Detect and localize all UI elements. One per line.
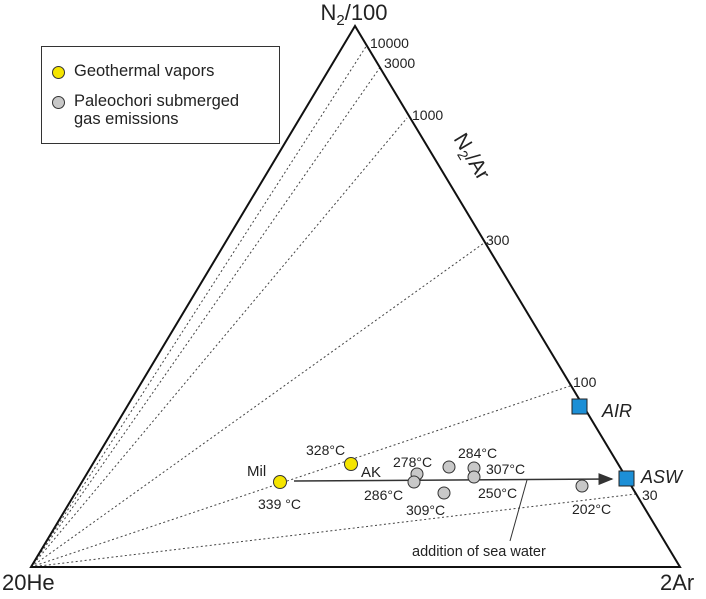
geothermal-point-ak: [344, 457, 358, 471]
legend-label-geothermal: Geothermal vapors: [74, 62, 215, 80]
tick-100: 100: [573, 374, 597, 390]
paleochori-point: [575, 479, 589, 493]
mil-temp: 339 °C: [258, 496, 301, 512]
ak-temp: 328°C: [306, 442, 345, 458]
asw-label: ASW: [640, 467, 684, 487]
paleochori-points: [407, 460, 589, 500]
sea-water-annotation: addition of sea water: [412, 544, 546, 560]
paleochori-point: [437, 486, 451, 500]
isoline-3000: [30, 65, 382, 568]
tick-1000: 1000: [412, 107, 443, 123]
asw-endmember-marker: [618, 470, 635, 487]
n2ar-axis-label: N2/Ar: [446, 129, 494, 185]
geothermal-point-mil: [273, 475, 287, 489]
legend-item-geothermal: Geothermal vapors: [52, 62, 214, 80]
temp-307: 307°C: [486, 461, 525, 477]
temp-202: 202°C: [572, 501, 611, 517]
tick-10000: 10000: [370, 35, 409, 51]
temp-286: 286°C: [364, 487, 403, 503]
geothermal-points: [273, 457, 358, 489]
yellow-circle-icon: [52, 66, 65, 79]
sample-labels: Mil 339 °C AK 328°C 278°C 284°C 307°C 28…: [247, 442, 611, 518]
paleochori-point: [467, 470, 481, 484]
temp-278: 278°C: [393, 454, 432, 470]
n2ar-tick-labels: 10000 3000 1000 300 100 30: [370, 35, 658, 503]
legend-item-paleochori: Paleochori submerged gas emissions: [52, 92, 239, 128]
gray-circle-icon: [52, 96, 65, 109]
ternary-triangle: [29, 24, 682, 568]
tick-300: 300: [486, 232, 510, 248]
legend-label-paleochori: Paleochori submerged gas emissions: [74, 92, 240, 128]
isoline-100: [30, 385, 571, 568]
tick-30: 30: [642, 487, 658, 503]
temp-250: 250°C: [478, 485, 517, 501]
apex-left-label: 20He: [2, 570, 55, 594]
temp-309: 309°C: [406, 502, 445, 518]
paleochori-point: [442, 460, 456, 474]
temp-284: 284°C: [458, 445, 497, 461]
ak-label: AK: [361, 464, 381, 481]
air-endmember-marker: [571, 398, 588, 415]
n2ar-isolines: [30, 44, 637, 568]
apex-right-label: 2Ar: [660, 570, 694, 594]
apex-top-label: N2/100: [320, 0, 387, 29]
isoline-1000: [30, 117, 408, 568]
air-label: AIR: [601, 401, 632, 421]
annotation-leader-line: [509, 479, 528, 542]
mil-label: Mil: [247, 463, 266, 480]
legend: Geothermal vapors Paleochori submerged g…: [41, 46, 280, 144]
tick-3000: 3000: [384, 55, 415, 71]
paleochori-point: [407, 475, 421, 489]
isoline-300: [30, 242, 485, 568]
sea-water-arrow: [293, 473, 614, 486]
